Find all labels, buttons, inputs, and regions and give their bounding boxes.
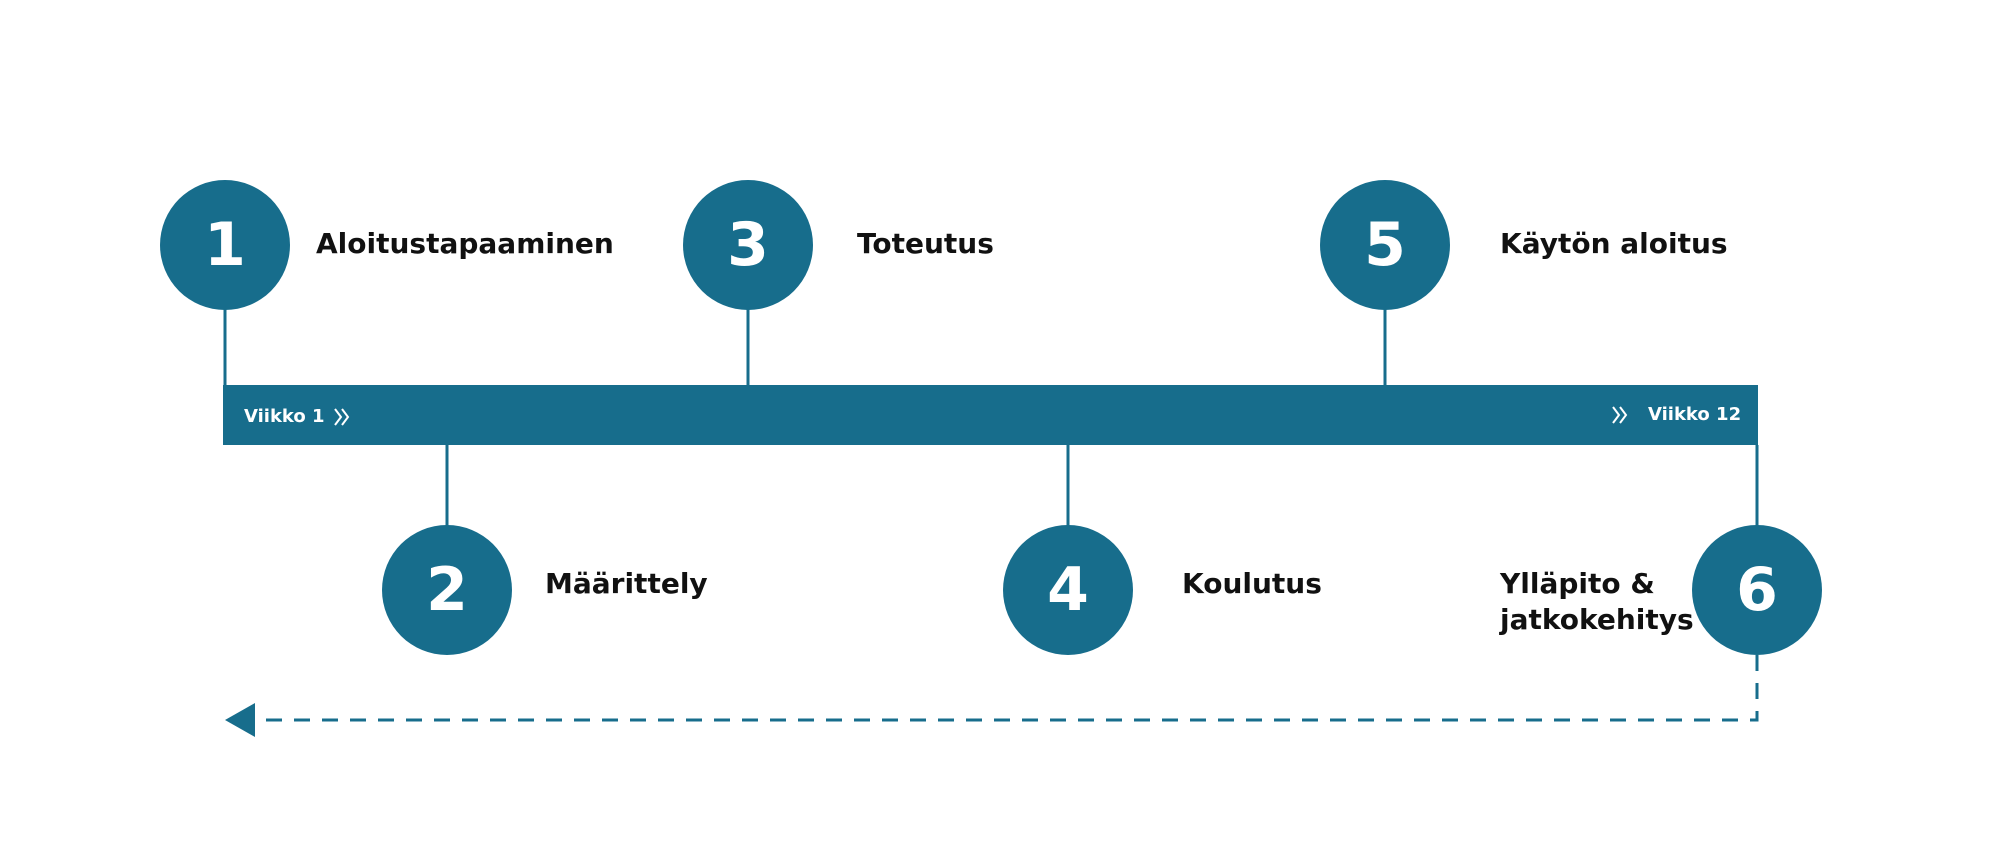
timeline-end-label: Viikko 12 xyxy=(1648,404,1742,425)
step-2-label: Määrittely xyxy=(545,567,708,600)
step-2-circle: 2 xyxy=(382,525,512,655)
timeline-bar xyxy=(223,385,1758,445)
step-6-label-line-1: Ylläpito & xyxy=(1500,567,1655,600)
chevron-right-icon xyxy=(1612,406,1628,424)
return-dashed-line xyxy=(250,655,1759,722)
timeline-start-label: Viikko 1 xyxy=(244,406,325,427)
step-3-circle: 3 xyxy=(683,180,813,310)
step-5-circle: 5 xyxy=(1320,180,1450,310)
step-4-circle: 4 xyxy=(1003,525,1133,655)
step-1-label: Aloitustapaaminen xyxy=(316,227,614,260)
step-3-label: Toteutus xyxy=(857,227,994,260)
return-arrow-head xyxy=(225,703,255,737)
step-6-circle: 6 xyxy=(1692,525,1822,655)
step-6-label-line-2: jatkokehitys xyxy=(1500,603,1694,636)
step-6-label: Ylläpito & jatkokehitys xyxy=(1500,566,1694,638)
step-5-label: Käytön aloitus xyxy=(1500,227,1728,260)
step-1-circle: 1 xyxy=(160,180,290,310)
step-4-label: Koulutus xyxy=(1182,567,1322,600)
chevron-right-icon xyxy=(334,408,350,426)
